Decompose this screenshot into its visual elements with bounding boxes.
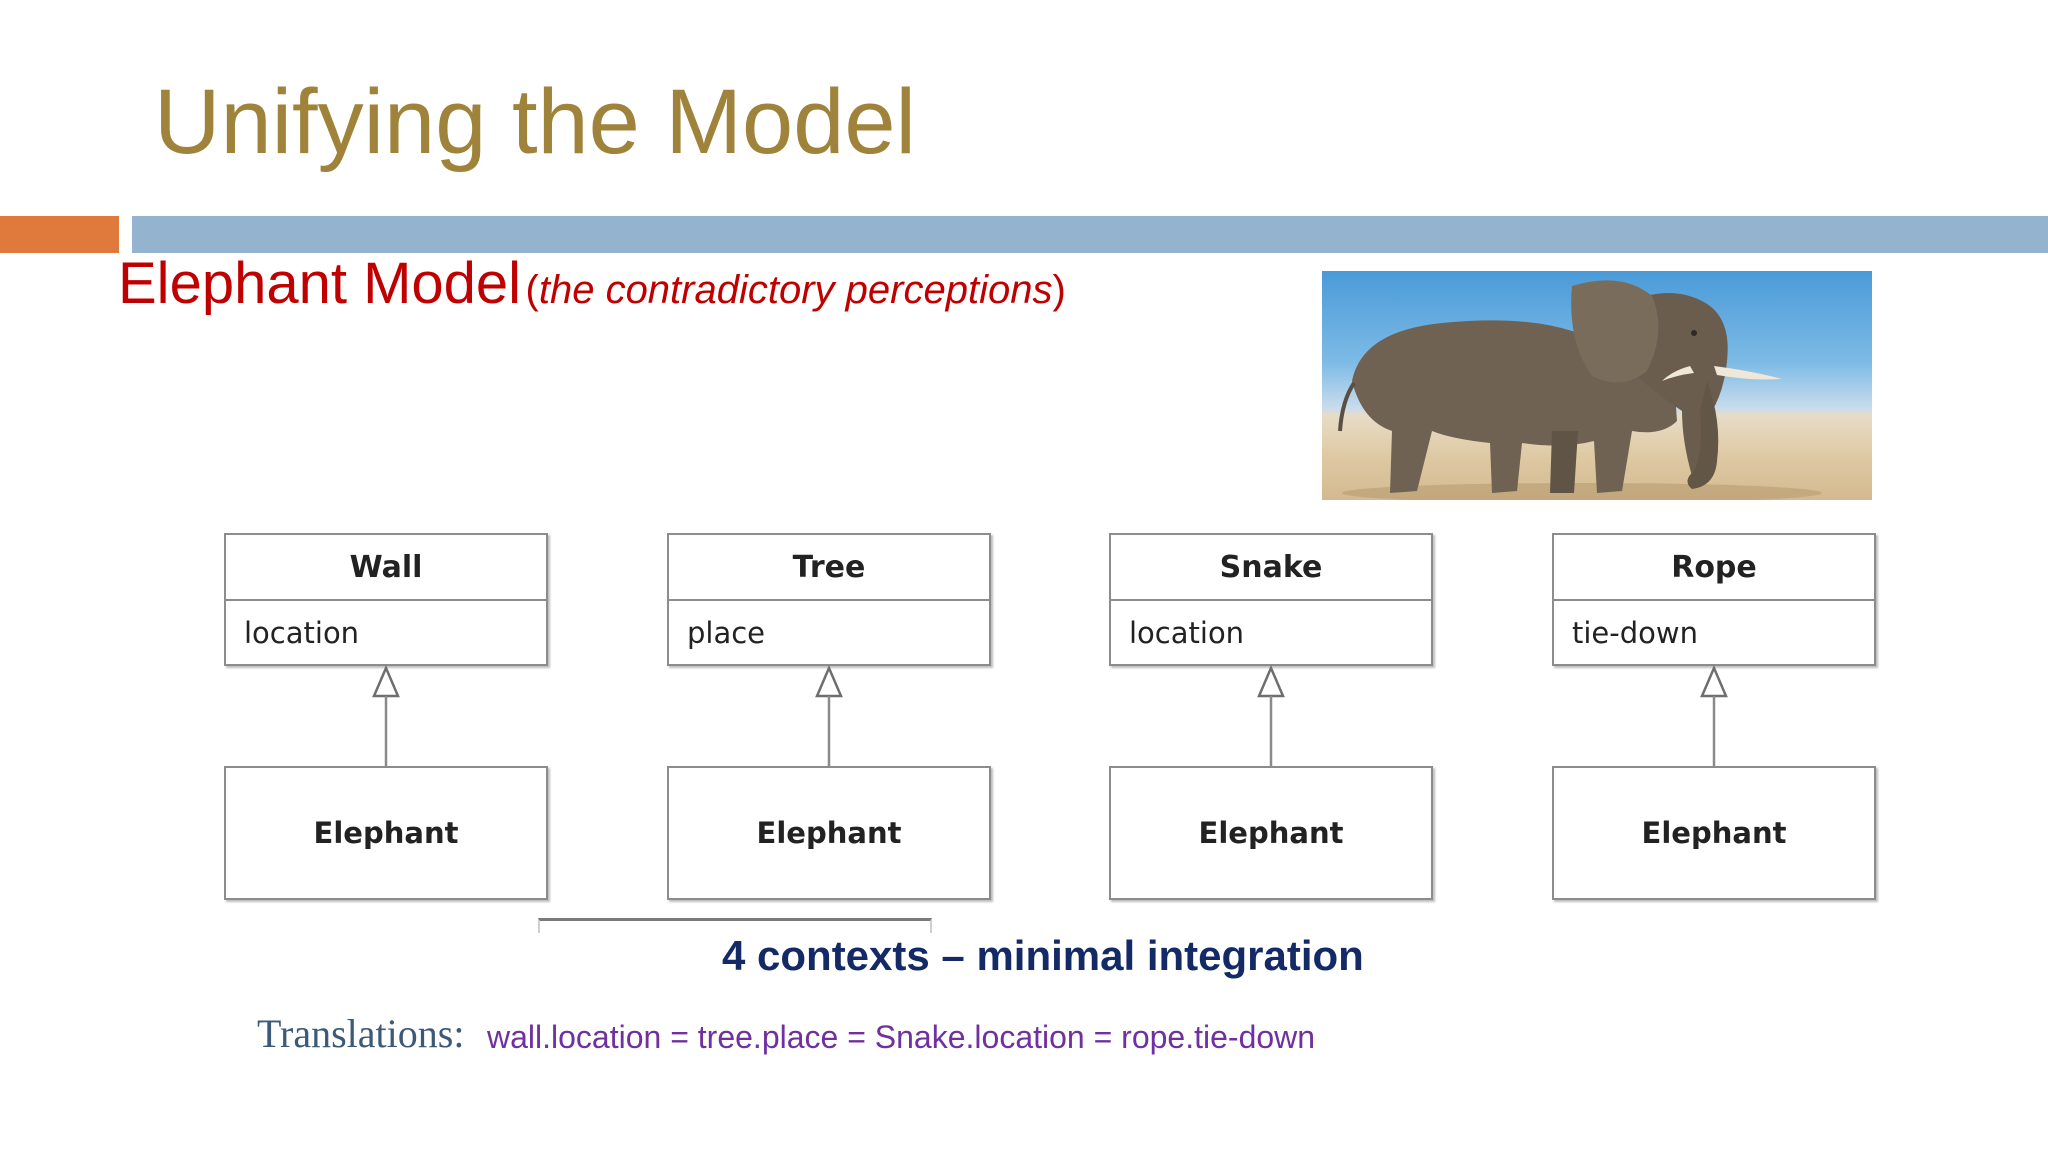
class-name: Elephant bbox=[1111, 768, 1431, 898]
class-box-elephant: Elephant bbox=[667, 766, 991, 900]
inheritance-arrow bbox=[1694, 666, 1734, 768]
class-attribute: tie-down bbox=[1554, 601, 1874, 665]
translations-value: wall.location = tree.place = Snake.locat… bbox=[487, 1019, 1315, 1056]
elephant-photo bbox=[1322, 271, 1872, 500]
class-name: Elephant bbox=[1554, 768, 1874, 898]
translations-label: Translations: bbox=[257, 1010, 464, 1057]
inheritance-arrow bbox=[1251, 666, 1291, 768]
class-box-elephant: Elephant bbox=[1109, 766, 1433, 900]
inheritance-arrow bbox=[809, 666, 849, 768]
class-name: Tree bbox=[669, 535, 989, 601]
slide-title: Unifying the Model bbox=[154, 70, 916, 175]
class-box-wall: Wall location bbox=[224, 533, 548, 666]
subtitle-main: Elephant Model bbox=[118, 251, 521, 316]
subtitle: Elephant Model (the contradictory percep… bbox=[118, 250, 1066, 317]
class-box-elephant: Elephant bbox=[1552, 766, 1876, 900]
contexts-summary: 4 contexts – minimal integration bbox=[722, 932, 1364, 980]
accent-bar-orange bbox=[0, 216, 119, 253]
class-box-rope: Rope tie-down bbox=[1552, 533, 1876, 666]
class-box-tree: Tree place bbox=[667, 533, 991, 666]
subtitle-note: the contradictory perceptions bbox=[539, 268, 1053, 312]
class-name: Wall bbox=[226, 535, 546, 601]
elephant-illustration bbox=[1322, 271, 1872, 500]
class-name: Elephant bbox=[226, 768, 546, 898]
subtitle-close-paren: ) bbox=[1052, 268, 1065, 312]
class-name: Rope bbox=[1554, 535, 1874, 601]
class-attribute: location bbox=[1111, 601, 1431, 665]
class-name: Snake bbox=[1111, 535, 1431, 601]
subtitle-open-paren: ( bbox=[526, 268, 539, 312]
class-box-elephant: Elephant bbox=[224, 766, 548, 900]
class-box-snake: Snake location bbox=[1109, 533, 1433, 666]
class-name: Elephant bbox=[669, 768, 989, 898]
inheritance-arrow bbox=[366, 666, 406, 768]
accent-bar-blue bbox=[132, 216, 2048, 253]
class-attribute: place bbox=[669, 601, 989, 665]
class-attribute: location bbox=[226, 601, 546, 665]
context-bracket bbox=[538, 918, 932, 933]
